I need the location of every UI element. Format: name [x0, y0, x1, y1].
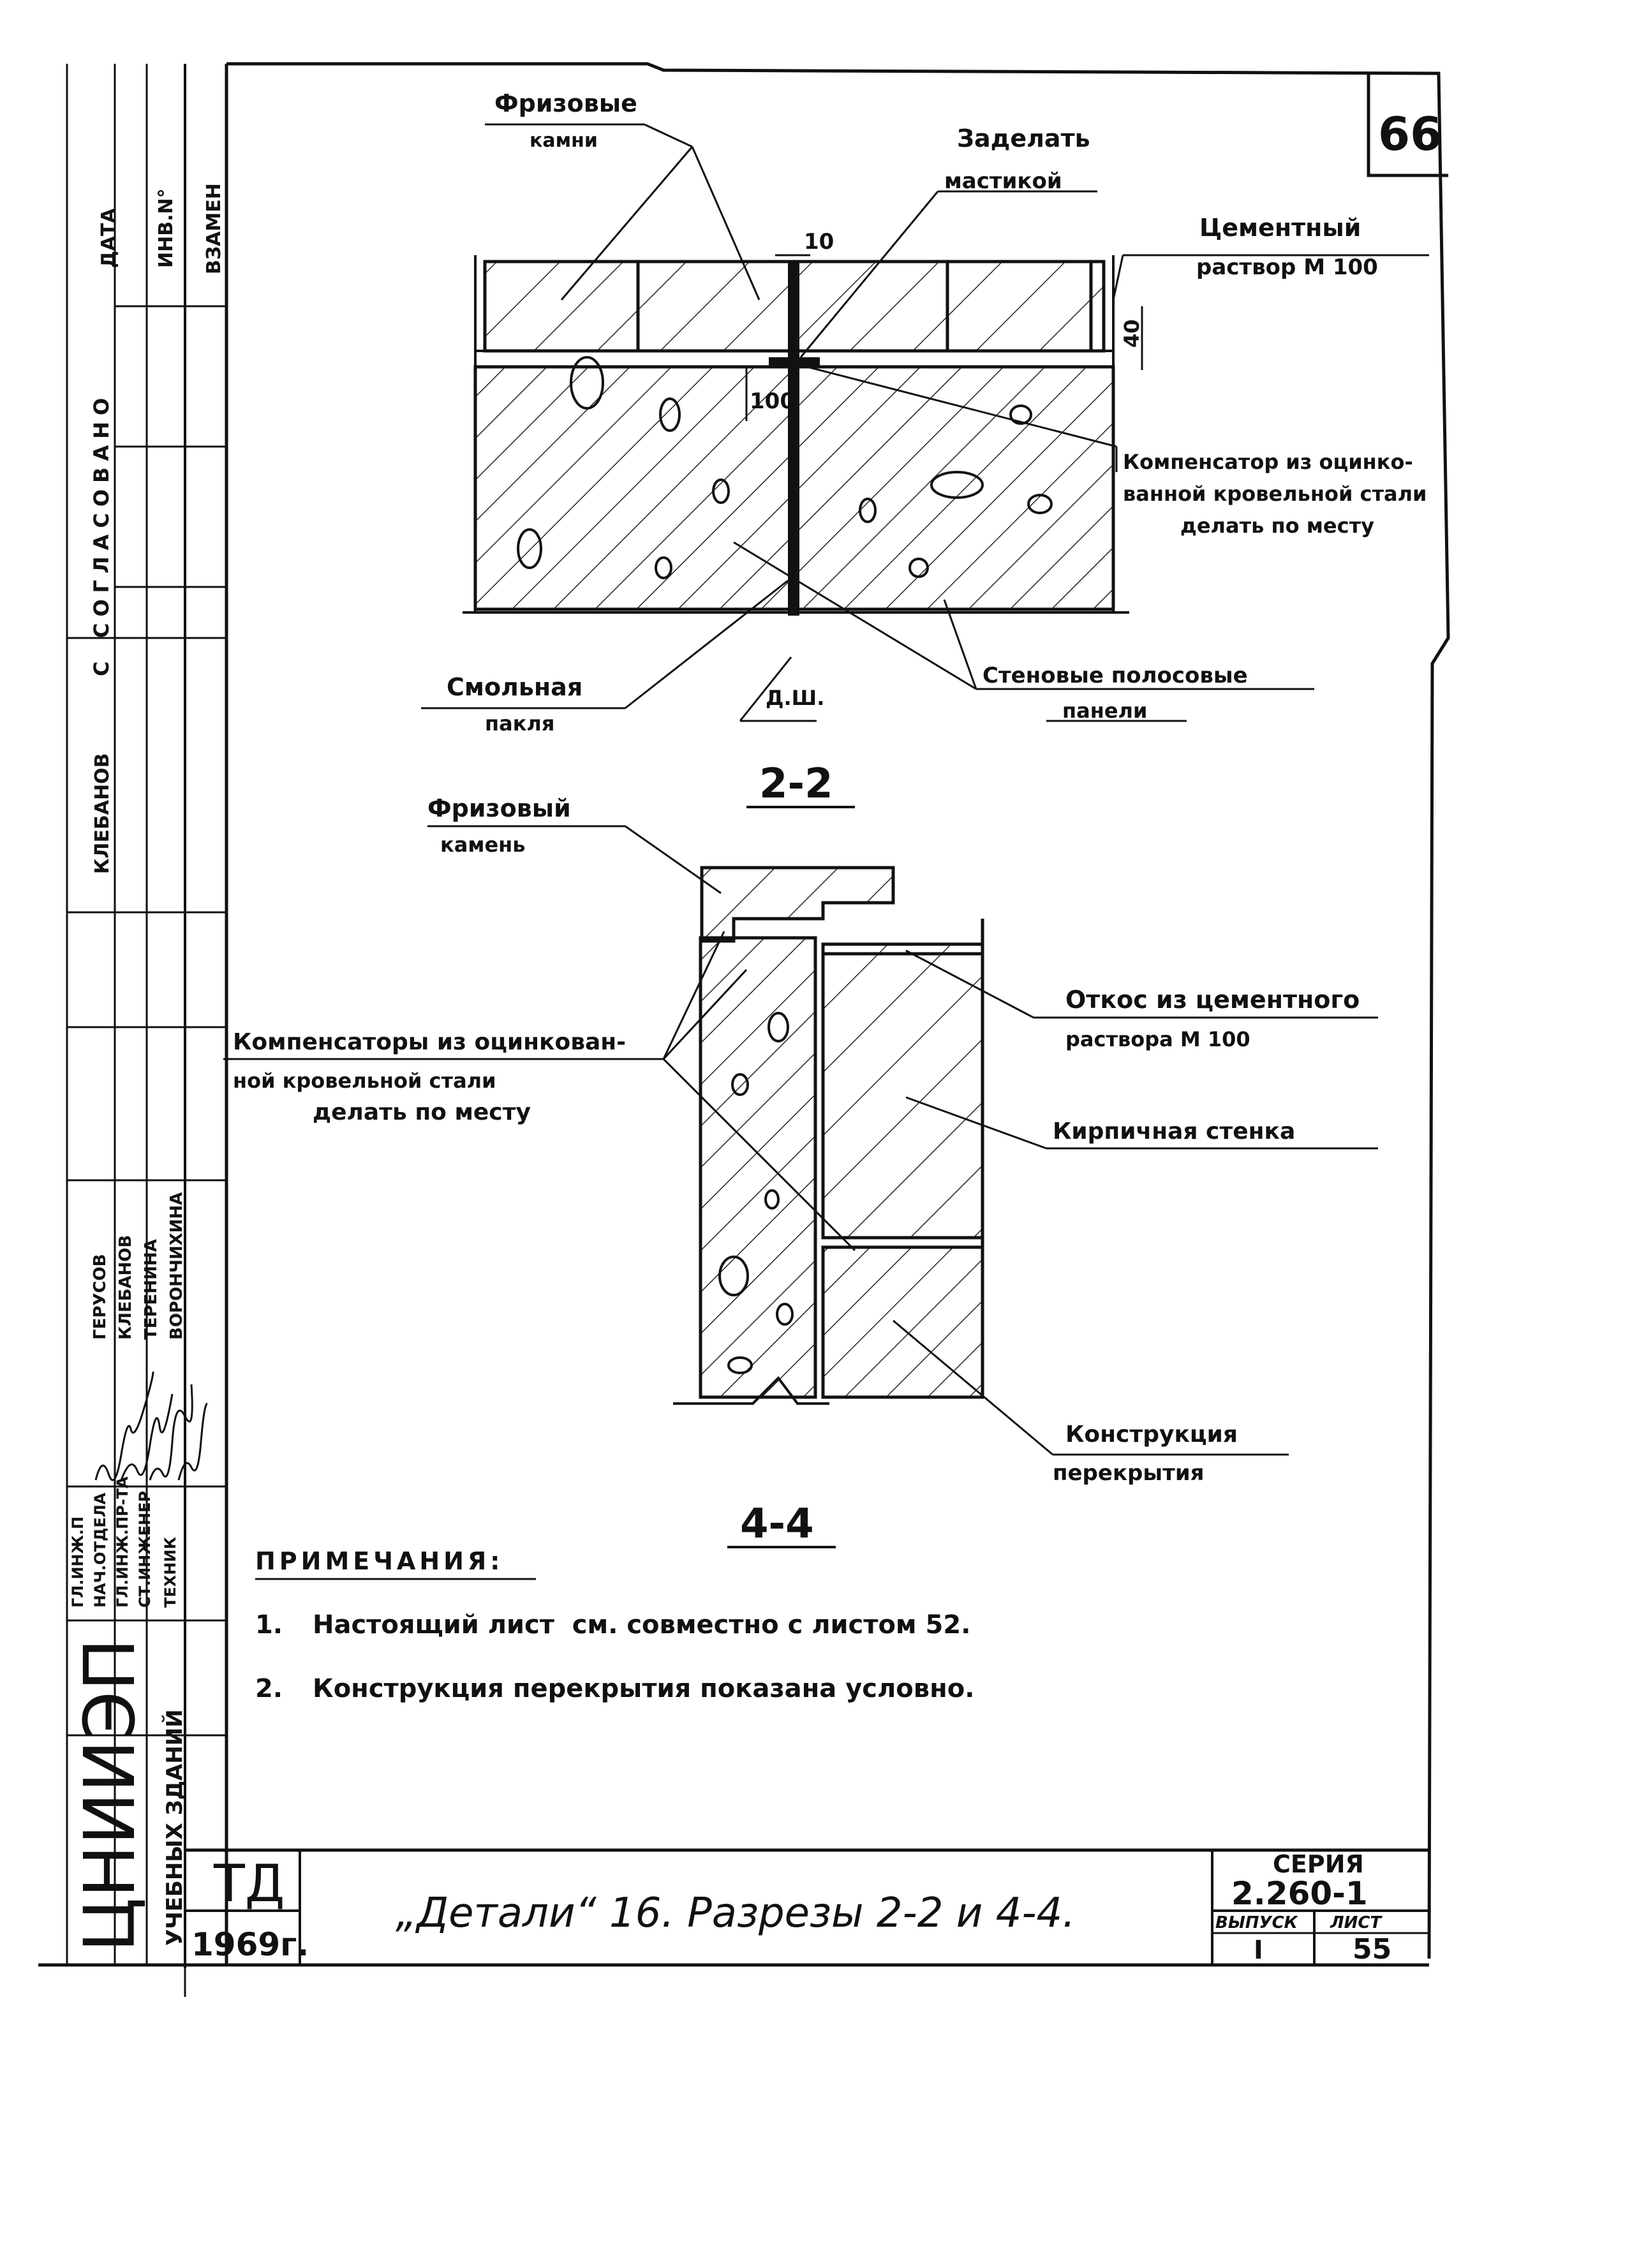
frieze-stone [700, 866, 895, 943]
stamp-name-2: КЛЕБАНОВ [116, 1235, 135, 1340]
callout-compensators-2: ной кровельной стали [233, 1069, 496, 1093]
title-block: ТД 1969г. „Детали“ 16. Разрезы 2-2 и 4-4… [185, 1848, 1429, 1966]
callout-slope-1: Откос из цементного [1065, 986, 1360, 1014]
callout-mortar-1: Цементный [1199, 214, 1361, 242]
expansion-joint [788, 262, 799, 616]
concrete-aggregate [517, 356, 1053, 579]
callout-frieze-stone-1: Фризовый [427, 794, 571, 822]
title-main: „Детали“ 16. Разрезы 2-2 и 4-4. [396, 1890, 1076, 1937]
sheet-label: ЛИСТ [1330, 1913, 1383, 1932]
callout-marker: Д.Ш. [766, 686, 824, 710]
wall-panel-left [699, 936, 817, 1399]
dim-thickness: 40 [1120, 319, 1144, 348]
callout-frieze-stones-2: камни [530, 130, 598, 152]
notes-block: ПРИМЕЧАНИЯ: 1. Настоящий лист см. совмес… [255, 1547, 974, 1703]
stamp-role-4: СТ.ИНЖЕНЕР [136, 1491, 154, 1608]
callout-compensator-2: ванной кровельной стали [1123, 482, 1427, 506]
compensator-sheet [769, 357, 820, 366]
callout-floor-1: Конструкция [1065, 1421, 1238, 1448]
title-code: ТД [213, 1854, 285, 1913]
callout-floor-2: перекрытия [1053, 1460, 1204, 1486]
stamp-agreed-name: КЛЕБАНОВ [91, 753, 114, 875]
callout-compensator-3: делать по месту [1180, 514, 1374, 538]
sheet-frame [38, 62, 1450, 1997]
note-1-text: Настоящий лист см. совместно с листом 52… [313, 1610, 970, 1640]
callout-panels-2: панели [1062, 699, 1147, 723]
stamp-role-2: НАЧ.ОТДЕЛА [91, 1492, 109, 1608]
stamp-name-3: ТЕРЕНИНА [142, 1239, 161, 1340]
panel-aggregate [718, 1012, 794, 1374]
callout-slope-2: раствора М 100 [1065, 1027, 1250, 1051]
callout-compensators-1: Компенсаторы из оцинкован- [233, 1029, 626, 1055]
stamp-date-label: ДАТА [98, 208, 120, 268]
brick-wall [821, 942, 984, 1240]
title-year: 1969г. [191, 1926, 309, 1963]
stamp-name-1: ГЕРУСОВ [91, 1254, 110, 1340]
callout-frieze-stone-2: камень [440, 833, 526, 857]
stamp-role-3: ГЛ.ИНЖ.ПР-ТА [114, 1476, 131, 1608]
notes-heading: ПРИМЕЧАНИЯ: [255, 1547, 503, 1575]
stamp-agreed-with: С [89, 662, 114, 676]
sheet-number-top: 66 [1378, 107, 1442, 161]
callout-panels-1: Стеновые полосовые [983, 663, 1248, 688]
callout-compensator-1: Компенсатор из оцинко- [1123, 450, 1413, 474]
handwritten-signatures [94, 1371, 208, 1481]
callout-seal-1: Заделать [957, 124, 1090, 152]
section-2-2: 10 40 100 Фризовые камни Заделать мастик… [421, 89, 1429, 808]
callout-brick-wall: Кирпичная стенка [1053, 1118, 1295, 1145]
callout-resin-1: Смольная [447, 673, 582, 701]
series-label: СЕРИЯ [1273, 1850, 1364, 1878]
org-subtitle: УЧЕБНЫХ ЗДАНИЙ [161, 1709, 188, 1946]
stamp-inv-label: ИНВ.N° [155, 188, 177, 268]
stamp-name-4: ВОРОНЧИХИНА [167, 1192, 186, 1340]
section-2-2-label: 2-2 [759, 760, 833, 808]
section-4-4: Фризовый камень Откос из цементного раст… [223, 794, 1378, 1548]
issue-value: I [1254, 1936, 1263, 1965]
stamp-role-1: ГЛ.ИНЖ.П [69, 1516, 87, 1608]
org-name: ЦНИИЭП [69, 1638, 151, 1952]
callout-frieze-stones-1: Фризовые [494, 89, 637, 117]
callout-mortar-2: раствор М 100 [1196, 255, 1378, 280]
callout-compensators-3: делать по месту [313, 1099, 531, 1125]
note-2-num: 2. [255, 1674, 283, 1703]
series-value: 2.260-1 [1231, 1875, 1368, 1912]
side-stamp: ДАТА ИНВ.N° ВЗАМЕН СОГЛАСОВАНО С КЛЕБАНО… [66, 64, 226, 1965]
callout-seal-2: мастикой [944, 168, 1062, 194]
stamp-replace-label: ВЗАМЕН [203, 183, 225, 274]
note-1-num: 1. [255, 1610, 283, 1640]
dim-depth: 100 [750, 389, 795, 414]
sheet-number-box: 66 [1367, 73, 1448, 177]
stamp-agreed-label: СОГЛАСОВАНО [89, 392, 114, 638]
issue-label: ВЫПУСК [1215, 1913, 1299, 1932]
dim-gap: 10 [804, 229, 834, 255]
stamp-role-5: ТЕХНИК [161, 1537, 179, 1608]
sheet-value: 55 [1353, 1933, 1391, 1966]
section-4-4-label: 4-4 [740, 1501, 814, 1548]
note-2-text: Конструкция перекрытия показана условно. [313, 1674, 974, 1703]
callout-resin-2: пакля [485, 711, 554, 736]
